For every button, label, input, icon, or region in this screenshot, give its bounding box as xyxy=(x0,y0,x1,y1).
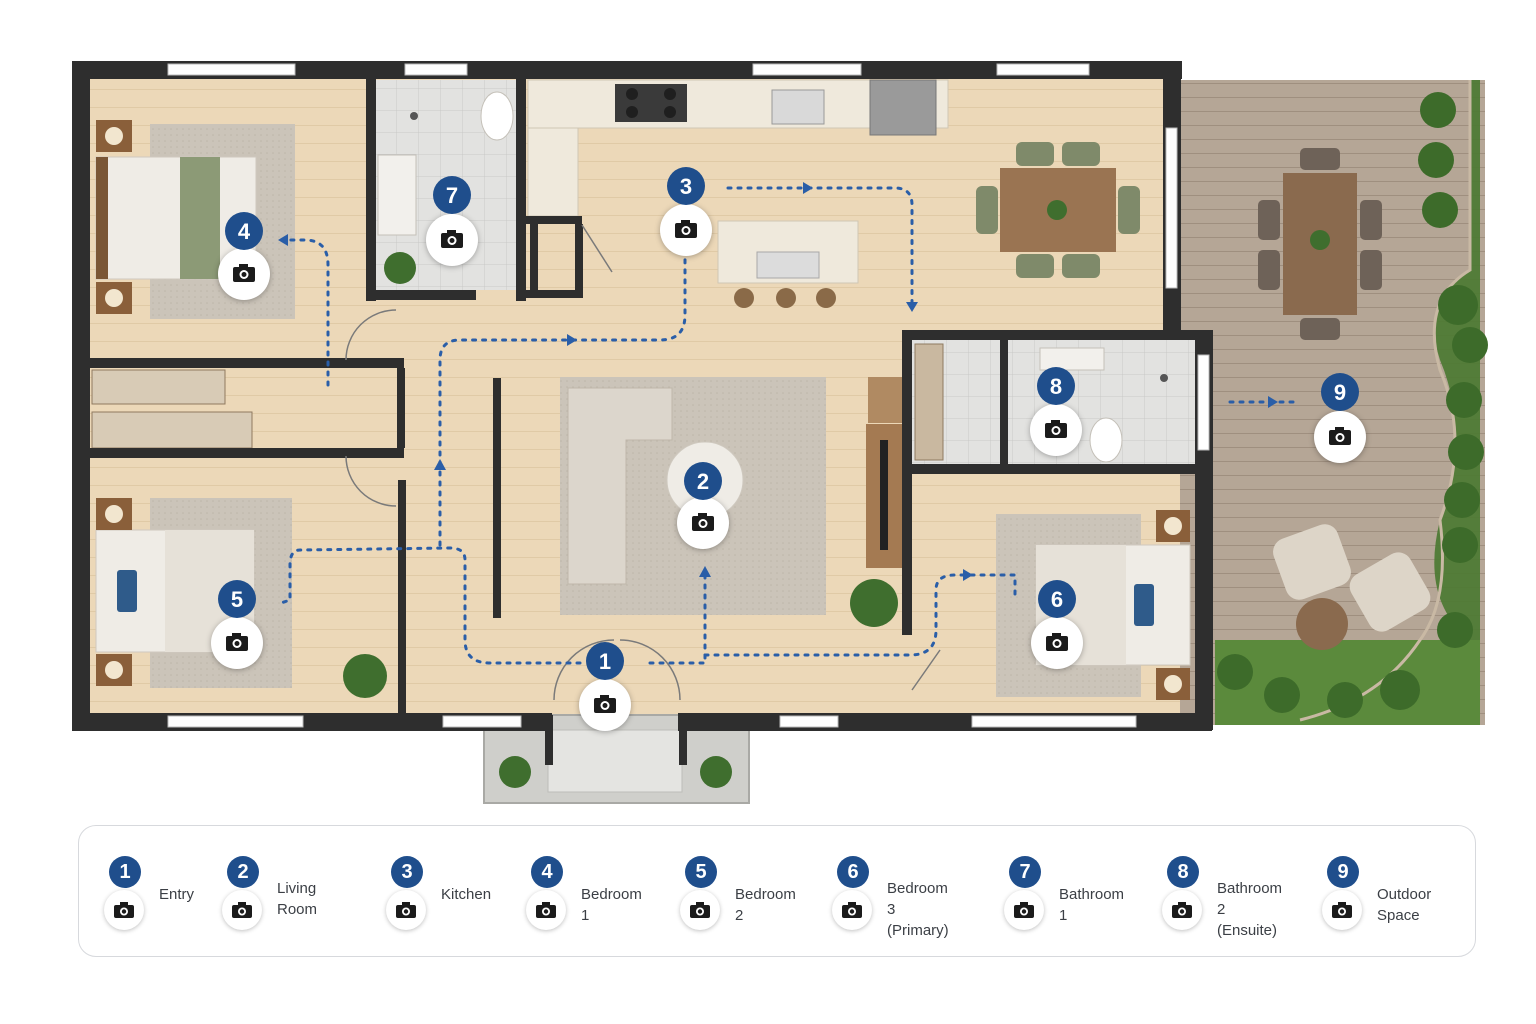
legend-number: 7 xyxy=(1009,856,1041,888)
legend-number: 6 xyxy=(837,856,869,888)
legend-label: Outdoor Space xyxy=(1377,886,1432,924)
door-swings xyxy=(345,224,941,701)
legend-label: Kitchen xyxy=(441,886,492,903)
marker-5[interactable]: 5 xyxy=(211,580,263,669)
floor-plan: 1 2 3 4 5 6 7 xyxy=(72,61,1488,804)
camera-icon xyxy=(680,890,720,930)
closet-2 xyxy=(91,411,253,449)
sofa xyxy=(567,387,673,585)
legend-number: 2 xyxy=(227,856,259,888)
camera-icon xyxy=(1004,890,1044,930)
legend-number: 5 xyxy=(685,856,717,888)
bath-1-vanity xyxy=(377,154,417,236)
path-arrowheads xyxy=(278,182,1278,581)
closet-1 xyxy=(91,369,226,405)
camera-icon xyxy=(526,890,566,930)
legend-number: 9 xyxy=(1327,856,1359,888)
marker-2[interactable]: 2 xyxy=(677,462,729,549)
marker-2-number: 2 xyxy=(697,469,709,494)
camera-icon xyxy=(226,220,1351,713)
legend-label: Bedroom 1 xyxy=(581,886,642,924)
marker-7-number: 7 xyxy=(446,183,458,208)
marker-8-number: 8 xyxy=(1050,374,1062,399)
marker-9-number: 9 xyxy=(1334,380,1346,405)
marker-4-number: 4 xyxy=(238,219,251,244)
legend-number: 4 xyxy=(531,856,563,888)
plant-icon xyxy=(343,92,1488,788)
legend-label: Bathroom 2 (Ensuite) xyxy=(1217,880,1283,939)
legend-number: 3 xyxy=(391,856,423,888)
camera-icon xyxy=(1322,890,1362,930)
legend-label: Living Room xyxy=(277,880,318,918)
marker-6-number: 6 xyxy=(1051,587,1063,612)
legend-number: 1 xyxy=(109,856,141,888)
camera-icon xyxy=(832,890,872,930)
camera-icon xyxy=(1162,890,1202,930)
marker-3-number: 3 xyxy=(680,174,692,199)
marker-1-number: 1 xyxy=(599,649,611,674)
stove xyxy=(615,84,687,122)
marker-5-number: 5 xyxy=(231,587,243,612)
tour-path xyxy=(276,186,1300,665)
bath-2-toilet xyxy=(1089,417,1123,463)
legend-label: Bedroom 2 xyxy=(735,886,796,924)
legend: 1 Entry 2 Living Room 3 Kitchen 4 Bedroo… xyxy=(78,825,1476,957)
kitchen-sink xyxy=(771,89,825,125)
legend-label: Entry xyxy=(159,886,195,903)
windows xyxy=(167,63,1210,728)
legend-label: Bathroom 1 xyxy=(1059,886,1125,924)
legend-number: 8 xyxy=(1167,856,1199,888)
camera-icon xyxy=(104,890,144,930)
legend-label: Bedroom 3 (Primary) xyxy=(887,880,949,939)
camera-icon xyxy=(222,890,262,930)
fridge xyxy=(869,79,937,136)
camera-icon xyxy=(386,890,426,930)
